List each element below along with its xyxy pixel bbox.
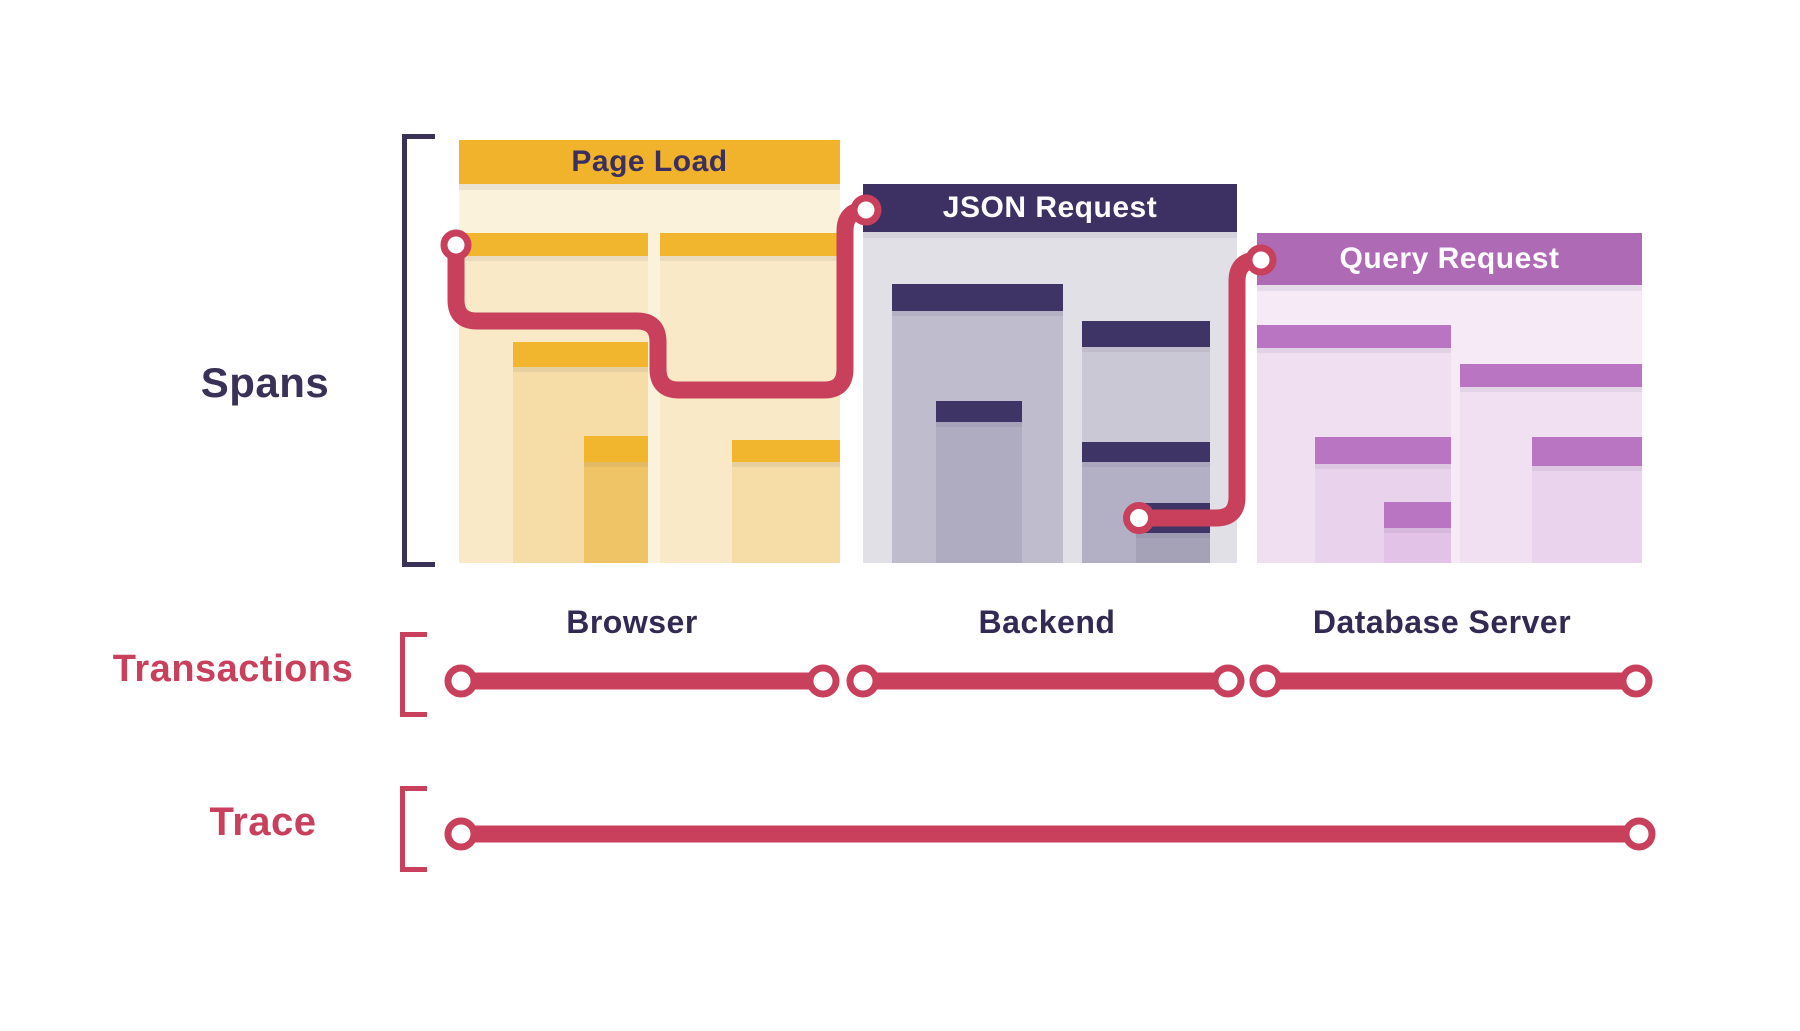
span-header-bar [660, 233, 840, 256]
span-block [1532, 437, 1642, 563]
span-header-bar [1082, 321, 1210, 347]
spans-label: Spans [200, 359, 330, 406]
transaction-endpoint-icon [1211, 664, 1245, 698]
database-server-label: Database Server [1312, 604, 1572, 640]
transaction-endpoint-icon [846, 664, 880, 698]
span-block [936, 401, 1022, 563]
transaction-endpoint-icon [1249, 664, 1283, 698]
span-header-bar [1384, 502, 1451, 528]
span-header-bar [1460, 364, 1642, 387]
span-header-bar [1257, 325, 1451, 348]
query-request-header: Query Request [1257, 233, 1642, 285]
span-block [1136, 503, 1210, 563]
span-header-bar [513, 342, 648, 367]
span-header-bar [1532, 437, 1642, 466]
transactions-label: Transactions [112, 648, 354, 690]
trace-endpoint-icon [1622, 817, 1656, 851]
transaction-endpoint-icon [444, 664, 478, 698]
json-request-header: JSON Request [863, 184, 1237, 232]
span-header-bar [1315, 437, 1451, 464]
trace-bracket-icon [400, 786, 427, 872]
span-header-bar [1082, 442, 1210, 462]
span-header-bar [936, 401, 1022, 422]
span-header-bar [584, 436, 648, 462]
panel-query-request: Query Request [1257, 233, 1642, 563]
trace-label: Trace [209, 800, 317, 844]
spans-bracket-icon [402, 134, 435, 567]
span-block [1384, 502, 1451, 563]
span-header-bar [892, 284, 1063, 311]
span-block [732, 440, 840, 563]
span-header-bar [1136, 503, 1210, 533]
span-header-bar [459, 233, 648, 256]
page-load-header: Page Load [459, 140, 840, 184]
panel-page-load: Page Load [459, 140, 840, 563]
panel-json-request: JSON Request [863, 184, 1237, 563]
backend-label: Backend [978, 604, 1116, 640]
transaction-endpoint-icon [806, 664, 840, 698]
span-block [584, 436, 648, 563]
transaction-endpoint-icon [1619, 664, 1653, 698]
trace-endpoint-icon [444, 817, 478, 851]
span-header-bar [732, 440, 840, 462]
browser-label: Browser [566, 604, 698, 640]
transactions-bracket-icon [400, 632, 427, 717]
